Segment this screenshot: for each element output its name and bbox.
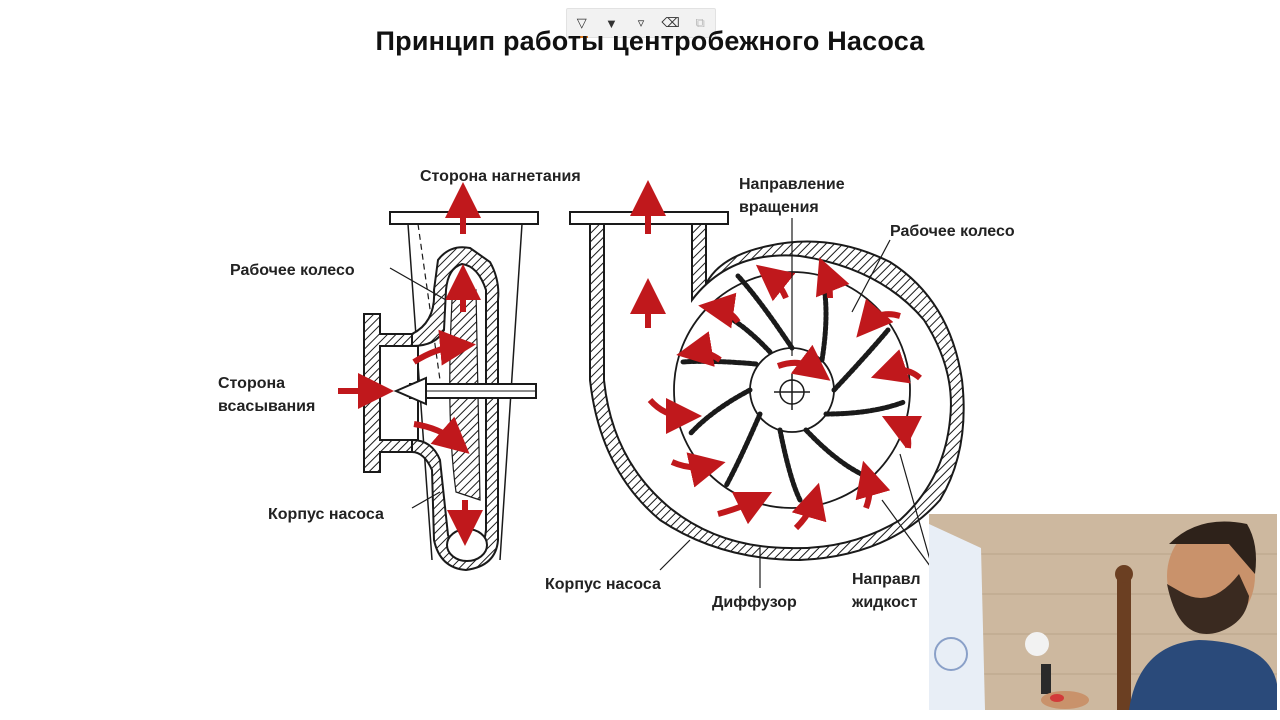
label-discharge-side: Сторона нагнетания [420, 168, 581, 185]
label-suction-side-line1: Сторона [218, 375, 285, 392]
label-suction-side-line2: всасывания [218, 398, 315, 415]
front-section-view [569, 211, 965, 562]
label-casing-right: Корпус насоса [545, 576, 661, 593]
arrow-curve-lower [413, 416, 470, 454]
volute-casing [589, 223, 965, 562]
label-rotation-line1: Направление [739, 176, 845, 193]
label-impeller-left: Рабочее колесо [230, 262, 355, 279]
drawing-toolbar: ▽ ▼ ▿ ⌫ ⧉ [566, 8, 716, 38]
label-diffuser: Диффузор [712, 594, 797, 611]
presenter-video-icon [929, 514, 1277, 710]
arrow-curve-upper [412, 329, 476, 366]
label-rotation-line2: вращения [739, 199, 819, 216]
slide-title: Принцип работы центробежного Насоса [375, 26, 925, 56]
eraser-icon[interactable]: ⌫ [661, 15, 680, 30]
label-flow-direction-line2: жидкост [851, 594, 918, 611]
presenter-video [929, 514, 1277, 710]
arrow-rotation-direction [776, 344, 831, 381]
flow-arrows-right [630, 180, 923, 531]
label-casing-left: Корпус насоса [268, 506, 384, 523]
label-impeller-right: Рабочее колесо [890, 223, 1015, 240]
highlighter-tool-icon[interactable]: ▿ [637, 15, 645, 30]
side-section-view [363, 211, 539, 572]
marker-tool-icon[interactable]: ▼ [604, 15, 618, 31]
pen-tool-icon[interactable]: ▽ [571, 12, 593, 38]
flow-arrows-left [338, 182, 483, 546]
select-tool-icon[interactable]: ⧉ [695, 15, 705, 30]
label-flow-direction-line1: Направл [852, 571, 921, 588]
